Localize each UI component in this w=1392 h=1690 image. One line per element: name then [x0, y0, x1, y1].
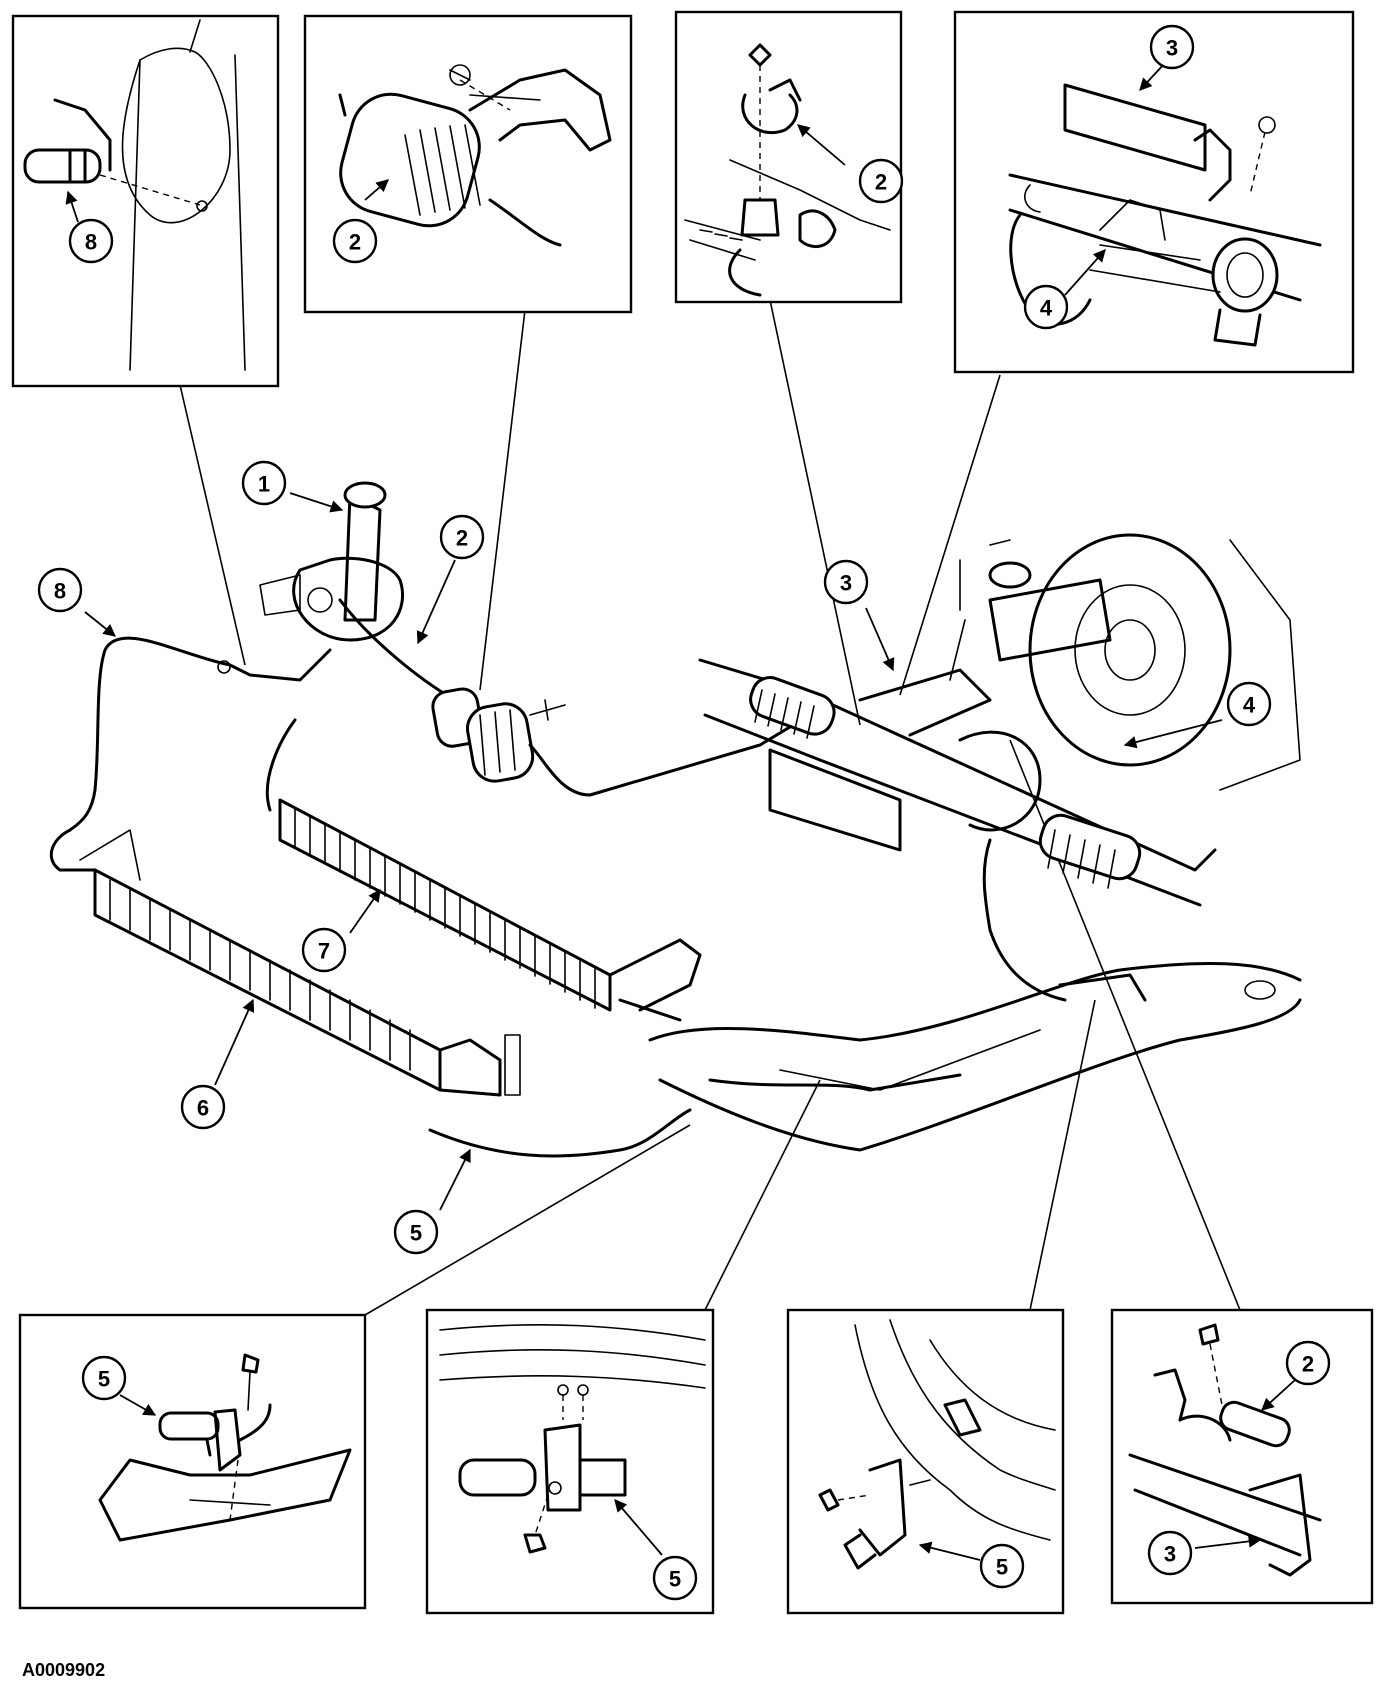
callout-8: 8: [68, 218, 114, 264]
callout-circle: [180, 1084, 226, 1130]
inset-gear-housing-bracket: [953, 10, 1355, 374]
callout-circle: [332, 218, 378, 264]
inset-return-line-clamp: [425, 1308, 715, 1615]
callout-7: 7: [301, 927, 347, 973]
callout-circle: [241, 460, 287, 506]
callout-number: 1: [258, 472, 270, 497]
callout-circle: [68, 218, 114, 264]
main-assembly: [49, 481, 1302, 1158]
callout-number: 2: [875, 170, 887, 195]
callout-2: 2: [332, 218, 378, 264]
callout-circle: [1226, 681, 1272, 727]
callout-circle: [1023, 284, 1069, 330]
callout-circle: [393, 1209, 439, 1255]
callout-1: 1: [241, 460, 287, 506]
inset-return-line-crossmember-bolt: [18, 1313, 367, 1610]
callout-3: 3: [1147, 1530, 1193, 1576]
callout-number: 5: [410, 1221, 422, 1246]
callout-circle: [1149, 24, 1195, 70]
callout-circle: [979, 1543, 1025, 1589]
callout-layer: 8 2 2 3 4 1 2 8 3 4 7 6 5 5 5 5 2 3: [37, 24, 1331, 1601]
callout-number: 3: [1166, 36, 1178, 61]
callout-number: 5: [669, 1567, 681, 1592]
callout-4: 4: [1023, 284, 1069, 330]
callout-number: 2: [1302, 1352, 1314, 1377]
inset-pressure-line-bracket: [674, 10, 903, 304]
figure-id: A0009902: [22, 1660, 105, 1680]
callout-circle: [81, 1355, 127, 1401]
callout-2: 2: [439, 514, 485, 560]
callout-number: 3: [840, 571, 852, 596]
callout-circle: [1285, 1340, 1331, 1386]
callout-number: 7: [318, 939, 330, 964]
callout-circle: [823, 559, 869, 605]
callout-circle: [1147, 1530, 1193, 1576]
callout-5: 5: [979, 1543, 1025, 1589]
callout-circle: [439, 514, 485, 560]
callout-3: 3: [823, 559, 869, 605]
callout-4: 4: [1226, 681, 1272, 727]
callout-number: 2: [349, 230, 361, 255]
callout-2: 2: [1285, 1340, 1331, 1386]
callout-6: 6: [180, 1084, 226, 1130]
callout-number: 2: [456, 526, 468, 551]
callout-number: 8: [85, 230, 97, 255]
callout-2: 2: [858, 158, 904, 204]
callout-number: 6: [197, 1096, 209, 1121]
callout-number: 8: [54, 579, 66, 604]
callout-number: 5: [98, 1367, 110, 1392]
callout-number: 4: [1243, 693, 1256, 718]
inset-return-line-clip: [11, 14, 280, 388]
callout-number: 4: [1040, 296, 1053, 321]
leader-lines: [179, 299, 1241, 1316]
callout-circle: [858, 158, 904, 204]
callout-number: 3: [1164, 1542, 1176, 1567]
callout-circle: [652, 1555, 698, 1601]
callout-number: 5: [996, 1555, 1008, 1580]
callout-8: 8: [37, 567, 83, 613]
inset-cooler-line-muffler: [303, 14, 633, 314]
callout-circle: [37, 567, 83, 613]
callout-5: 5: [393, 1209, 439, 1255]
callout-5: 5: [652, 1555, 698, 1601]
callout-3: 3: [1149, 24, 1195, 70]
callout-5: 5: [81, 1355, 127, 1401]
callout-circle: [301, 927, 347, 973]
